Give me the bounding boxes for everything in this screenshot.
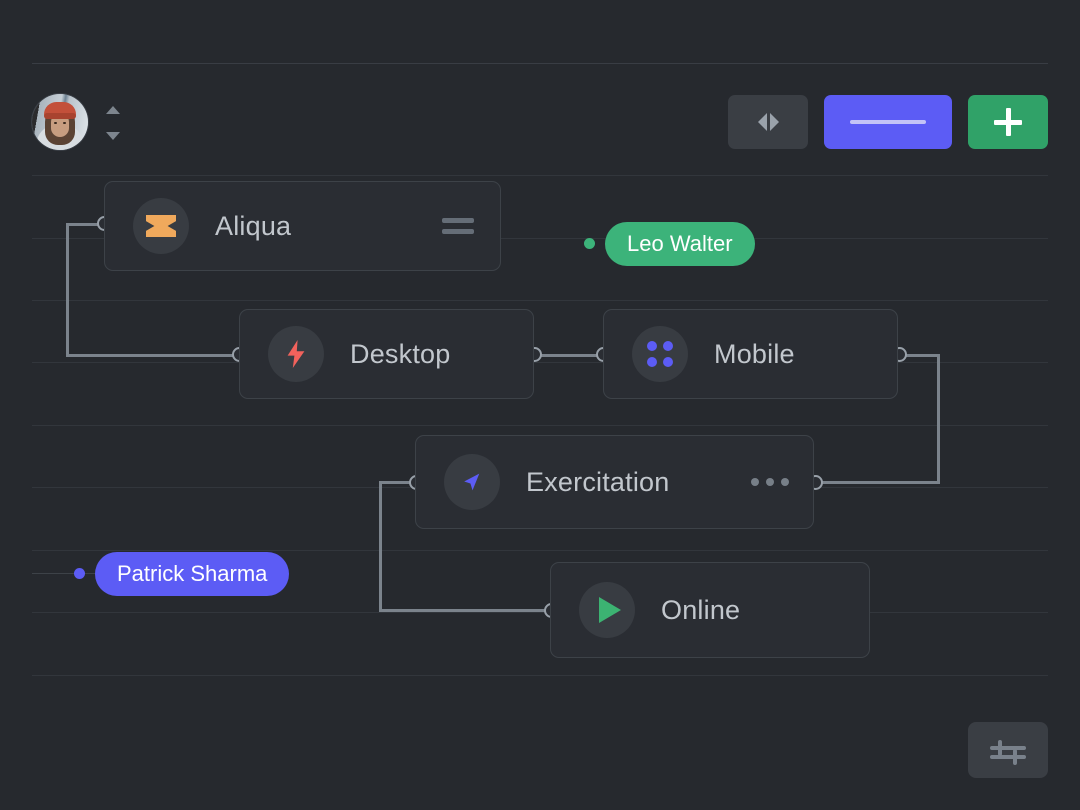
node-desktop[interactable]: Desktop — [239, 309, 534, 399]
chevron-up-icon[interactable] — [106, 106, 120, 114]
menu-bar — [442, 229, 474, 234]
sliders-settings-button[interactable] — [968, 722, 1048, 778]
arrows-left-right-icon — [757, 113, 779, 131]
grid-line — [32, 550, 1048, 551]
arrow-left-icon — [757, 113, 767, 131]
ellipsis-dot — [751, 478, 759, 486]
node-mobile[interactable]: Mobile — [603, 309, 898, 399]
wire-aliqua-out — [66, 223, 106, 226]
zoom-stepper[interactable] — [104, 106, 122, 140]
lightning-bolt-icon — [287, 340, 305, 368]
play-icon — [599, 597, 621, 623]
pill-dot-leo-walter — [584, 238, 595, 249]
grid-line — [32, 238, 1048, 239]
wire-aliqua-vert — [66, 223, 69, 357]
node-label: Exercitation — [526, 466, 670, 497]
wire-patrick-stub — [32, 573, 98, 574]
pill-label: Patrick Sharma — [117, 561, 268, 586]
wire-mobile-exercitation — [816, 481, 940, 484]
node-icon-wrapper — [632, 326, 688, 382]
ellipsis-dot — [766, 478, 774, 486]
slider-track-bottom — [990, 755, 1026, 759]
hamburger-menu-icon[interactable] — [442, 218, 474, 234]
minus-line-icon — [850, 120, 926, 124]
avatar-face — [51, 113, 69, 137]
node-label: Online — [661, 594, 741, 625]
pan-button[interactable] — [728, 95, 808, 149]
arrow-right-icon — [769, 113, 779, 131]
menu-bar — [442, 218, 474, 223]
add-node-button[interactable] — [968, 95, 1048, 149]
grid-line — [32, 675, 1048, 676]
node-label: Aliqua — [215, 210, 292, 241]
slider-track-top — [990, 746, 1026, 750]
node-icon-wrapper — [268, 326, 324, 382]
ticket-icon — [146, 215, 176, 237]
grid-line — [32, 175, 1048, 176]
pill-label: Leo Walter — [627, 231, 733, 256]
grid-line — [32, 612, 1048, 613]
wire-exercitation-vert — [379, 481, 382, 611]
node-icon-wrapper — [444, 454, 500, 510]
minimize-button[interactable] — [824, 95, 952, 149]
wire-exercitation-out — [379, 481, 419, 484]
node-exercitation[interactable]: Exercitation — [415, 435, 814, 529]
sliders-icon — [968, 722, 1048, 778]
ellipsis-dot — [781, 478, 789, 486]
toolbar — [0, 0, 1080, 175]
node-icon-wrapper — [133, 198, 189, 254]
plus-icon — [994, 108, 1022, 136]
wire-aliqua-desktop — [66, 354, 242, 357]
node-online[interactable]: Online — [550, 562, 870, 658]
grid-dot — [663, 357, 673, 367]
slider-knob-top — [998, 740, 1002, 756]
slider-knob-bottom — [1013, 749, 1017, 765]
plus-vertical — [1005, 108, 1011, 136]
grid-line — [32, 300, 1048, 301]
four-dots-grid-icon — [647, 341, 673, 367]
node-icon-wrapper — [579, 582, 635, 638]
wire-exercitation-online — [379, 609, 555, 612]
grid-line — [32, 425, 1048, 426]
wire-mobile-out — [898, 354, 940, 357]
grid-line — [32, 362, 1048, 363]
grid-line — [32, 63, 1048, 64]
chevron-down-icon[interactable] — [106, 132, 120, 140]
grid-dot — [647, 357, 657, 367]
pill-dot-patrick-sharma — [74, 568, 85, 579]
avatar-image[interactable] — [32, 94, 88, 150]
avatar[interactable] — [32, 94, 88, 150]
wire-desktop-mobile — [534, 354, 606, 357]
node-aliqua[interactable]: Aliqua — [104, 181, 501, 271]
node-label: Desktop — [350, 338, 451, 369]
navigation-cursor-icon — [464, 473, 480, 491]
grid-dot — [663, 341, 673, 351]
node-label: Mobile — [714, 338, 795, 369]
avatar-beanie-brim — [44, 113, 76, 119]
pill-leo-walter[interactable]: Leo Walter — [605, 222, 755, 266]
grid-dot — [647, 341, 657, 351]
pill-patrick-sharma[interactable]: Patrick Sharma — [95, 552, 290, 596]
ellipsis-icon[interactable] — [751, 478, 789, 486]
avatar-eye-left — [54, 122, 57, 124]
avatar-eye-right — [63, 122, 66, 124]
wire-mobile-vert — [937, 354, 940, 484]
